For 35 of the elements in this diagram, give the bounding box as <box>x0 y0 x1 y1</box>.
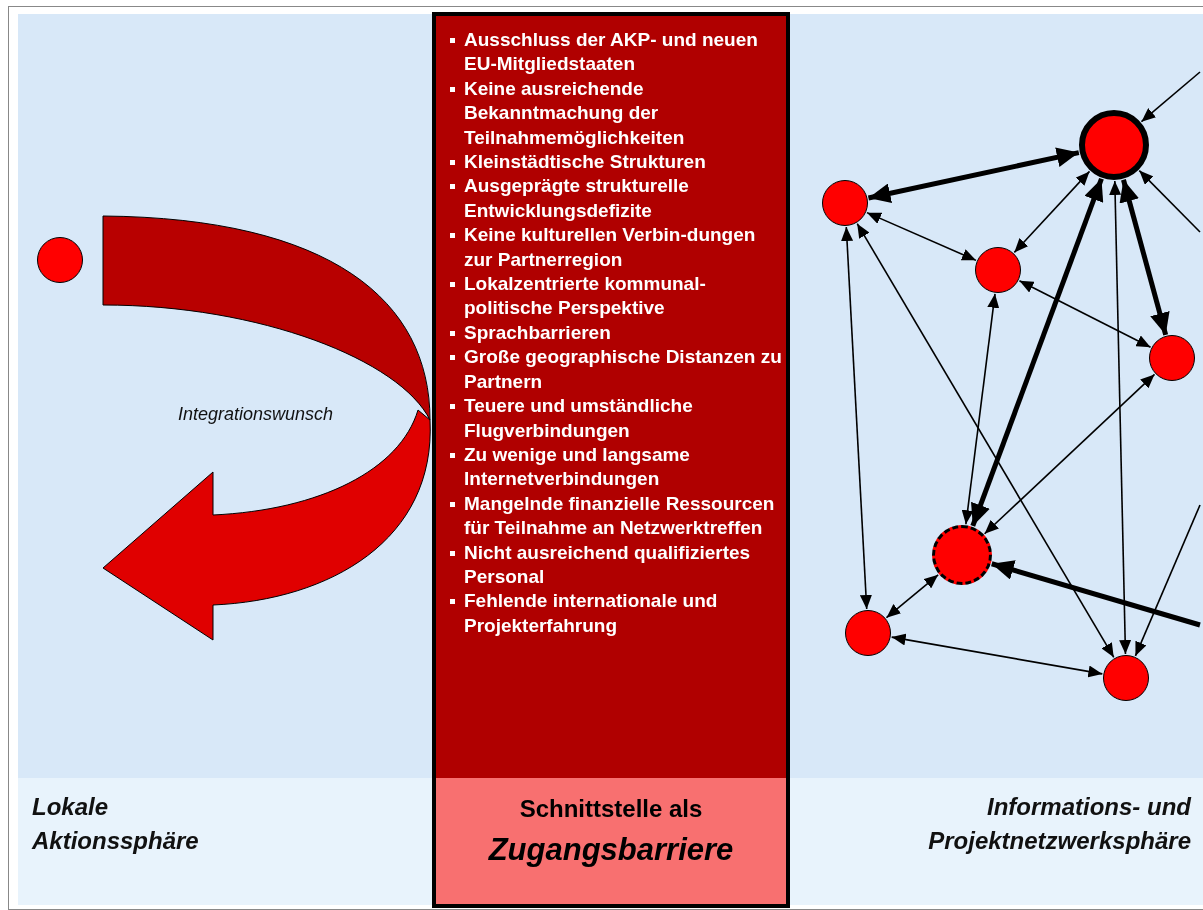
barrier-item: Ausschluss der AKP- und neuen EU-Mitgliedstaaten <box>448 28 782 77</box>
barrier-item: Fehlende internationale und Projekterfahrung <box>448 589 782 639</box>
arrow <box>983 373 1156 535</box>
barrier-item: Mangelnde finanzielle Ressourcen für Teilnahme an Netzwerktreffen <box>448 491 782 541</box>
sphere-label: Informations- und Projektnetzwerksphäre <box>927 792 1191 856</box>
barrier-item: Lokalzentrierte kommunal-politische Perspektive <box>448 272 782 321</box>
barrier-item: Teuere und umständliche Flugverbindungen <box>448 394 782 443</box>
arrow <box>961 293 1000 526</box>
arrow <box>1138 169 1201 233</box>
arrow <box>1109 180 1132 655</box>
barrier-item: Keine ausreichende Bekanntmachung der Teilnahmemöglichkeiten <box>448 76 782 151</box>
barrier-item: Keine kulturellen Verbin-dungen zur Partnerregion <box>448 223 782 273</box>
barrier-item: Kleinstädtische Strukturen <box>448 150 782 175</box>
arrow <box>841 226 872 610</box>
barrier-heading: Schnittstelle als <box>519 794 703 824</box>
arrow <box>1013 170 1091 254</box>
arrow <box>890 633 1104 678</box>
barrier-item: Ausgeprägte strukturelle Entwicklungsdefizite <box>448 174 782 224</box>
arrow <box>856 222 1115 659</box>
barrier-title-box <box>432 778 790 908</box>
barrier-item: Große geographische Distanzen zu Partnern <box>448 345 782 395</box>
arrow <box>1140 71 1201 123</box>
barrier-list-box <box>432 12 790 778</box>
arrow <box>867 147 1080 204</box>
sphere-label: Lokale Aktionssphäre <box>32 792 200 856</box>
arrow <box>866 211 977 262</box>
barrier-item: Sprachbarrieren <box>448 320 782 346</box>
arrow-label: Integrationswunsch <box>178 403 334 426</box>
arrow <box>885 574 939 619</box>
barrier-item: Zu wenige und langsame Internetverbindungen <box>448 442 782 492</box>
barrier-item: Nicht ausreichend qualifiziertes Personal <box>448 540 782 590</box>
barrier-title: Zugangsbarriere <box>488 831 734 869</box>
arrow <box>991 560 1201 628</box>
arrow <box>1134 504 1201 657</box>
arrow <box>1119 179 1170 336</box>
